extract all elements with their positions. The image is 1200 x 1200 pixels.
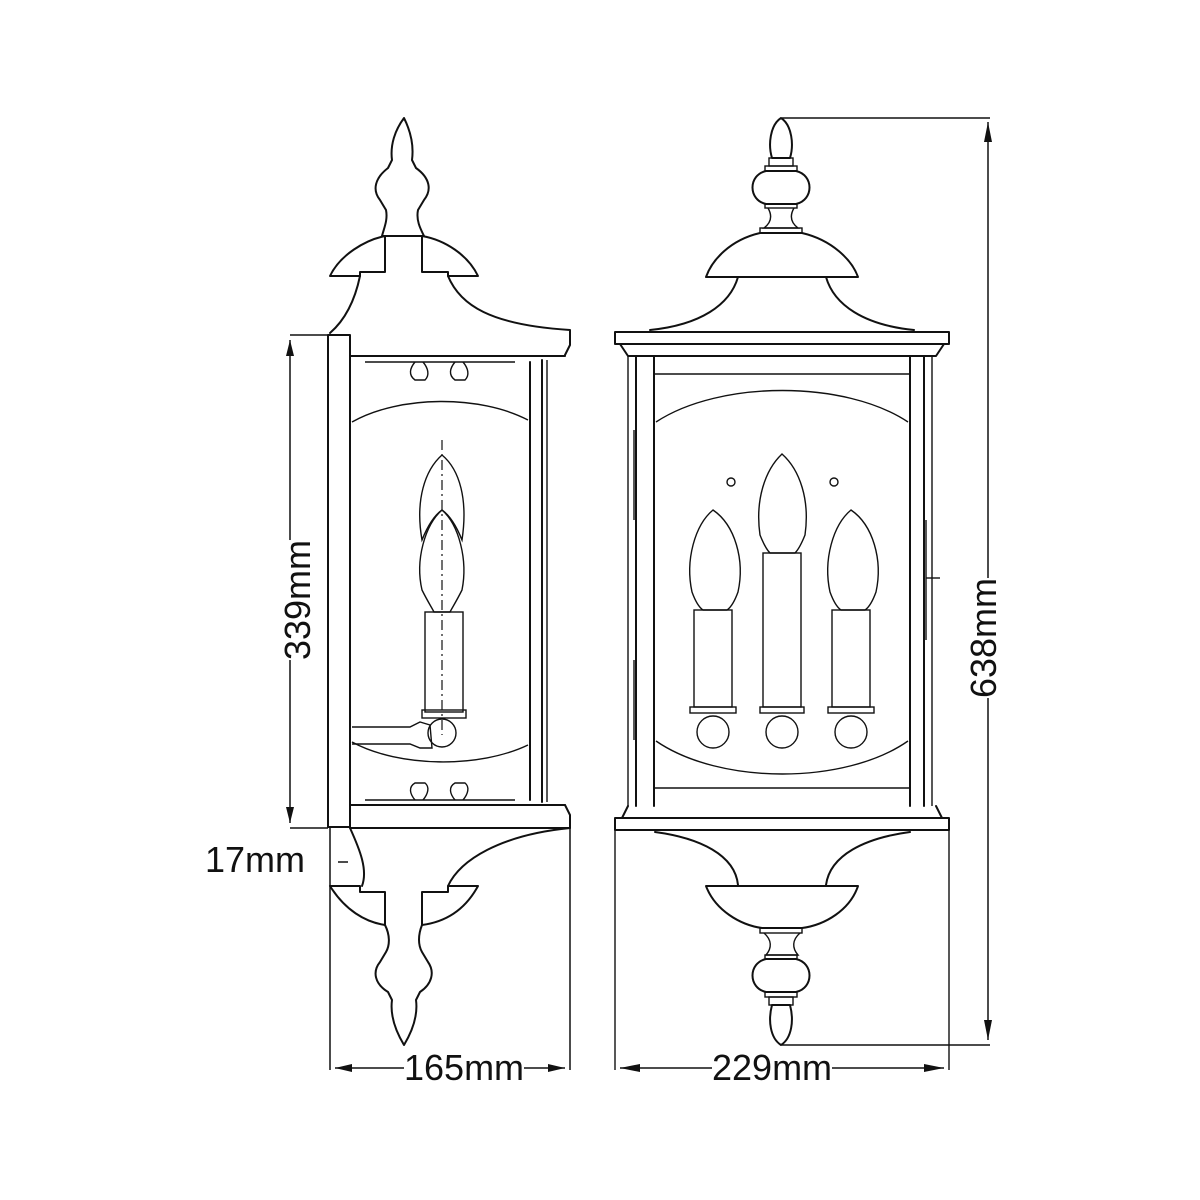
candle-center (758, 453, 807, 749)
candle-left (689, 509, 741, 749)
front-view (614, 117, 950, 1070)
side-view (327, 117, 571, 1046)
dimension-label-165mm: 165mm (404, 1047, 525, 1088)
dimension-label-339mm: 339mm (277, 539, 319, 661)
candle-right (827, 509, 879, 749)
dimension-lines (286, 117, 992, 1072)
dimension-label-229mm: 229mm (712, 1047, 833, 1088)
dimension-label-17mm: 17mm (205, 839, 306, 880)
dimension-label-638mm: 638mm (963, 577, 1005, 699)
